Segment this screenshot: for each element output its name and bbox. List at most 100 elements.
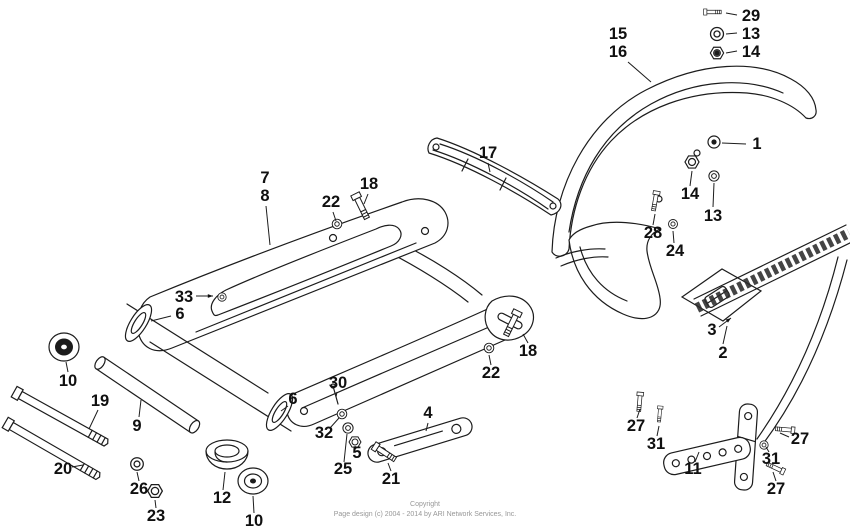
arm-bolt-hole [299, 406, 309, 416]
part-number-callout: 22 [322, 193, 340, 211]
fender-edge-rib [560, 256, 609, 267]
washer-icon [217, 292, 227, 302]
rear-fender [551, 65, 817, 319]
part-number-callout: 2 [718, 344, 727, 362]
brace-rung [461, 158, 469, 172]
callout-leader-line [725, 50, 738, 54]
callout-leader-line [712, 182, 715, 208]
pin-icon [332, 385, 339, 405]
part-number-callout: 23 [147, 507, 165, 525]
part-number-callout: 8 [260, 187, 269, 205]
cross-member-line [403, 244, 483, 296]
brace-end-hole [432, 143, 440, 151]
swingarm-lightening-hole [210, 224, 402, 317]
callout-leader-line [636, 408, 641, 419]
torque-link-bar [367, 417, 473, 463]
callout-leader-line [672, 230, 675, 244]
chain-run-curve [756, 256, 839, 440]
fender-thickness-line [568, 82, 784, 233]
fender-outline [551, 65, 817, 257]
callout-leader-line [65, 361, 69, 373]
callout-leader-line [150, 315, 172, 322]
brace-rung [499, 177, 507, 191]
pivot-bore-right [271, 401, 288, 423]
washer-icon [668, 219, 678, 229]
callout-leader-line [488, 354, 492, 366]
part-number-callout: 19 [91, 392, 109, 410]
nut-icon [147, 484, 163, 498]
bolt-icon [655, 405, 664, 423]
brace-inner-rail [432, 149, 549, 210]
part-number-callout: 17 [479, 144, 497, 162]
swingarm-rib-line [301, 320, 504, 409]
washer-icon [708, 170, 720, 182]
callout-leader-line [354, 445, 357, 450]
cross-member-line [387, 251, 469, 303]
chain-links [694, 228, 850, 313]
part-number-callout: 14 [681, 185, 700, 203]
callout-leader-line [363, 193, 369, 205]
callout-leader-line [694, 451, 700, 463]
part-number-callout: 29 [742, 7, 760, 25]
callout-leader-line [136, 471, 140, 482]
fender-brace [427, 137, 562, 216]
part-number-callout: 6 [288, 390, 297, 408]
swingarm-rib-line [195, 242, 417, 333]
nut-center [714, 50, 720, 56]
part-number-callout: 13 [704, 207, 722, 225]
callout-leader-line [71, 464, 84, 468]
part-number-callout: 31 [762, 450, 780, 468]
callout-leader-line [88, 409, 99, 430]
part-number-callout: 31 [647, 435, 665, 453]
part-number-callout: 15 [609, 25, 627, 43]
nut-icon [684, 155, 700, 169]
chain-edge [693, 224, 847, 300]
part-number-callout: 25 [334, 460, 352, 478]
pivot-spacer-tube [94, 356, 201, 434]
left-hardware [1, 332, 269, 498]
callout-leader-line [265, 205, 271, 246]
part-number-callout: 32 [315, 424, 333, 442]
callout-leader-line [627, 61, 652, 83]
part-number-callout: 22 [482, 364, 500, 382]
callout-leader-line [779, 432, 790, 438]
collar-icon [205, 439, 249, 470]
part-number-callout: 6 [175, 305, 184, 323]
part-number-callout: 30 [329, 374, 347, 392]
chain-edge [700, 242, 850, 317]
chain-guard-plate [663, 436, 751, 476]
part-number-callout: 13 [742, 25, 760, 43]
part-number-callout: 26 [130, 480, 148, 498]
dust-cap-icon [48, 332, 80, 362]
arm-bolt-hole [328, 233, 338, 243]
pivot-tube-edge [149, 341, 292, 432]
callout-leader-line [725, 12, 738, 16]
callout-leader-line [765, 446, 770, 453]
callout-leader-line [343, 433, 348, 463]
chain-run-curve [762, 259, 848, 445]
arm-bolt-hole [420, 226, 430, 236]
fender-mount-hole [693, 149, 701, 157]
washer-icon [336, 408, 348, 420]
pivot-bolt-icon [10, 385, 109, 447]
dust-cap-icon [237, 467, 269, 495]
pivot-bolt-icon [1, 416, 101, 481]
part-number-callout: 11 [684, 460, 701, 478]
part-number-callout: 21 [382, 470, 400, 488]
part-number-callout: 3 [707, 321, 716, 339]
callout-leader-line [725, 32, 738, 35]
washer-center [711, 139, 717, 145]
pivot-bore-left [130, 312, 147, 334]
washer-icon [331, 218, 343, 230]
part-number-callout: 7 [260, 169, 269, 187]
bolt-icon [703, 8, 722, 16]
part-number-callout: 12 [213, 489, 231, 507]
callout-leader-line [332, 211, 337, 222]
washer-icon [342, 422, 354, 434]
part-number-callout: 27 [767, 480, 785, 498]
callout-leader-line [425, 422, 429, 432]
part-number-callout: 28 [644, 224, 662, 242]
part-number-callout: 5 [352, 444, 361, 462]
